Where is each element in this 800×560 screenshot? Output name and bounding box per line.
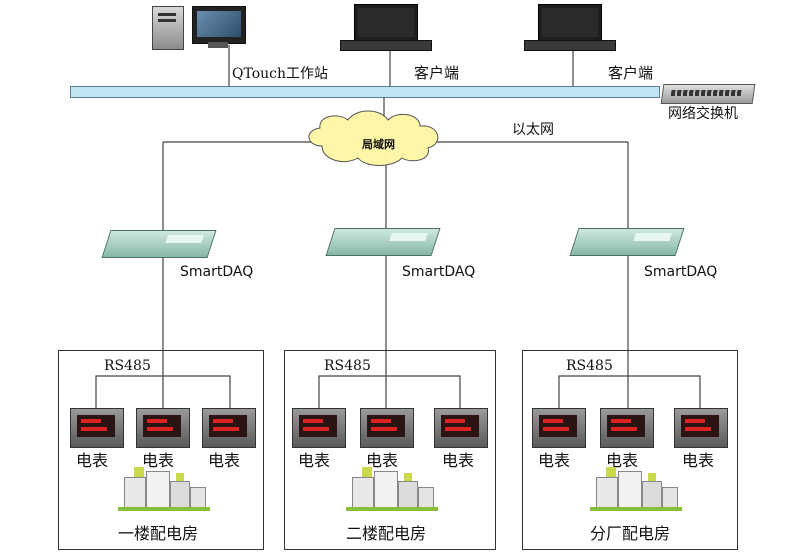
daq-label-3: SmartDAQ [644, 264, 718, 280]
daq-device-icon [101, 230, 217, 258]
meter-label: 电表 [208, 451, 241, 470]
laptop-icon [524, 4, 616, 51]
meter-label: 电表 [538, 451, 571, 470]
substation-building-icon [346, 467, 438, 511]
client-label-1: 客户端 [414, 64, 460, 82]
room-box-1 [58, 350, 264, 550]
substation-building-icon [590, 467, 682, 511]
workstation-label: QTouch工作站 [232, 66, 329, 82]
meter-label: 电表 [142, 451, 175, 470]
meter-icon [532, 408, 586, 448]
meter-label: 电表 [366, 451, 399, 470]
meter-label: 电表 [76, 451, 109, 470]
rs485-label-3: RS485 [566, 358, 613, 374]
daq-device-icon [325, 228, 441, 256]
room-label-3: 分厂配电房 [590, 524, 671, 543]
room-label-2: 二楼配电房 [346, 524, 427, 543]
ethernet-label: 以太网 [512, 122, 554, 138]
client-label-2: 客户端 [608, 64, 654, 82]
room-label-1: 一楼配电房 [118, 524, 199, 543]
meter-icon [360, 408, 414, 448]
meter-icon [70, 408, 124, 448]
meter-icon [434, 408, 488, 448]
room-box-2 [284, 350, 496, 550]
daq-label-1: SmartDAQ [180, 264, 254, 280]
laptop-icon [340, 4, 432, 51]
monitor-icon [192, 6, 246, 44]
meter-icon [202, 408, 256, 448]
meter-label: 电表 [298, 451, 331, 470]
daq-device-icon [569, 228, 685, 256]
meter-icon [136, 408, 190, 448]
meter-icon [600, 408, 654, 448]
meter-icon [674, 408, 728, 448]
lan-label: 局域网 [362, 138, 395, 151]
room-box-3 [522, 350, 738, 550]
workstation [152, 4, 248, 50]
network-bus [70, 86, 660, 98]
daq-label-2: SmartDAQ [402, 264, 476, 280]
switch-label: 网络交换机 [668, 106, 738, 122]
rs485-label-1: RS485 [104, 358, 151, 374]
meter-label: 电表 [442, 451, 475, 470]
pc-tower-icon [152, 6, 184, 50]
substation-building-icon [118, 467, 210, 511]
meter-icon [292, 408, 346, 448]
rs485-label-2: RS485 [324, 358, 371, 374]
meter-label: 电表 [682, 451, 715, 470]
meter-label: 电表 [606, 451, 639, 470]
